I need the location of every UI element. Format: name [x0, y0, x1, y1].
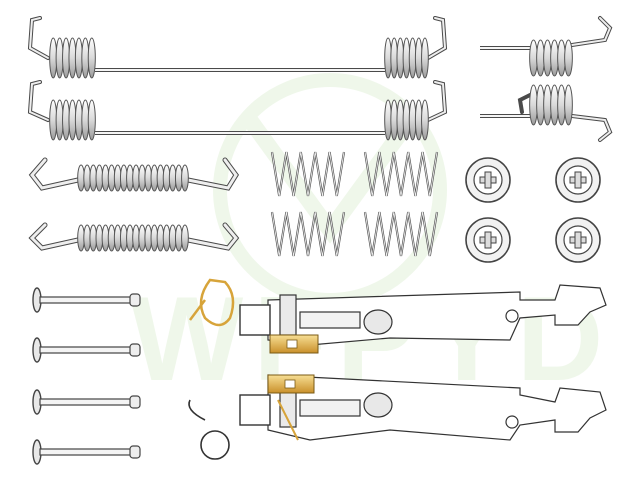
short-spring-2-coil [529, 84, 573, 126]
long-spring-2-coil-right [384, 99, 429, 141]
long-spring-1-coil-left [49, 37, 96, 79]
compression-spring-3 [270, 211, 346, 257]
hold-down-pin-4 [32, 439, 141, 465]
hold-down-pin-2 [32, 337, 141, 363]
hold-down-cup-4 [555, 217, 601, 263]
long-spring-2 [27, 80, 448, 135]
hook-spring-2 [28, 222, 240, 251]
short-spring-2 [480, 93, 613, 142]
compression-spring-1 [270, 151, 346, 197]
hook-spring-1-coil [77, 164, 189, 192]
compression-spring-4 [363, 211, 439, 257]
long-spring-1-coil-right [384, 37, 429, 79]
hook-spring-1 [28, 157, 240, 191]
hold-down-cup-2 [555, 157, 601, 203]
adjuster-assembly-1 [189, 278, 607, 354]
long-spring-1 [27, 16, 448, 72]
hold-down-cup-1 [465, 157, 511, 203]
coil-layer [49, 37, 573, 257]
long-spring-2-coil-left [49, 99, 96, 141]
hold-down-pin-3 [32, 389, 141, 415]
hold-down-pins [32, 287, 141, 465]
hook-spring-2-coil [77, 224, 189, 252]
hold-down-cups [465, 157, 601, 263]
compression-spring-2 [363, 151, 439, 197]
hold-down-cup-3 [465, 217, 511, 263]
adjuster-assembly-2 [188, 374, 607, 460]
short-spring-1-coil [529, 39, 573, 77]
hold-down-pin-1 [32, 287, 141, 313]
short-spring-1 [480, 16, 613, 50]
